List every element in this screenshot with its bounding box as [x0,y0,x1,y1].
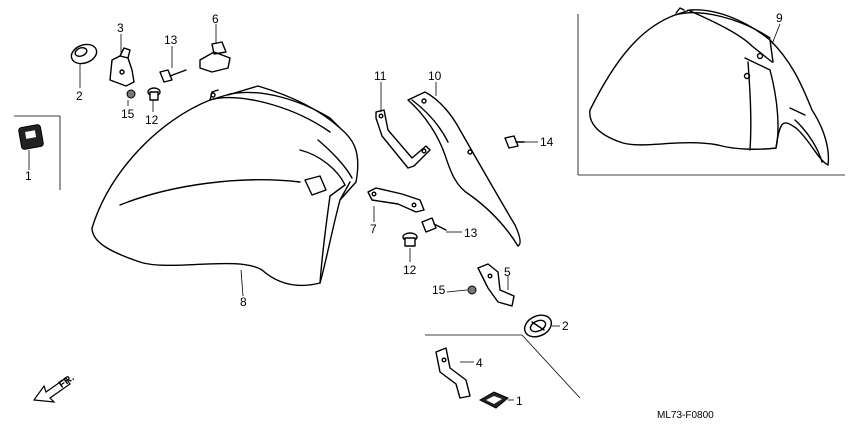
callout-9: 9 [776,11,783,25]
callout-1-left: 1 [25,169,32,183]
callout-8: 8 [240,295,247,309]
grommet-2-top [70,43,98,65]
bracket-4 [435,347,471,399]
clip-6 [199,41,231,73]
callout-14: 14 [540,135,554,149]
inner-panel [407,91,521,247]
stay-7 [367,187,425,213]
callout-10: 10 [428,69,442,83]
front-fender-inset [589,7,830,166]
screw-14 [504,135,525,149]
callout-5: 5 [504,265,511,279]
callout-3: 3 [117,21,124,35]
nut-15-mid [467,285,477,295]
grommet-2-right [523,314,553,338]
callout-6: 6 [212,12,219,26]
bolt-12-top [147,87,161,101]
callout-15-top: 15 [121,107,135,121]
callout-7: 7 [370,222,377,236]
callout-13-mid: 13 [464,226,478,240]
bolt-12-mid [402,232,418,247]
inset-frame [577,14,845,176]
nut-15-top [126,89,136,99]
callout-4: 4 [476,356,483,370]
callout-12-mid: 12 [403,263,417,277]
leader-lines [28,23,781,401]
front-direction-arrow: FR. [32,372,77,403]
callout-1-right: 1 [516,394,523,408]
callout-13-top: 13 [164,33,178,47]
diagram-code: ML73-F0800 [657,410,714,421]
bolt-13-mid [421,217,447,233]
callout-15-mid: 15 [432,283,446,297]
stay-11 [375,109,431,169]
bracket-5 [477,263,515,307]
front-fender [91,85,359,287]
callout-2-top: 2 [76,89,83,103]
bolt-13-top [159,69,187,83]
callout-11: 11 [374,69,387,83]
callout-2-right: 2 [562,319,569,333]
bracket-3 [109,47,135,87]
inset-frame-lower [14,115,581,399]
callout-12-top: 12 [145,113,159,127]
clip-1-left [18,124,44,150]
clip-1-right [478,391,509,409]
